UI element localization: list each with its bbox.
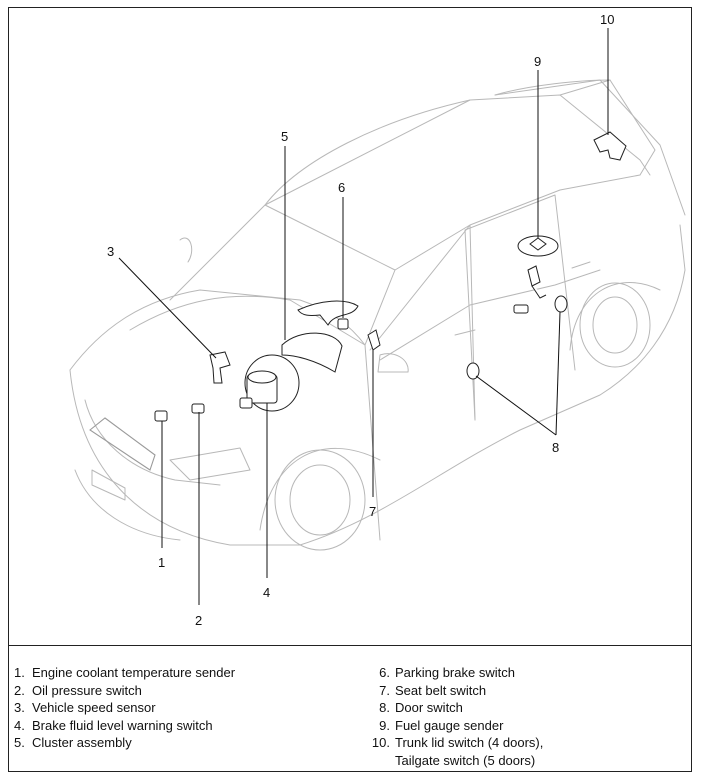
legend-number: 4. <box>14 717 25 733</box>
legend-item: 7. Seat belt switch <box>364 682 543 700</box>
component-parts <box>154 131 627 422</box>
legend-item: 10. Trunk lid switch (4 doors), <box>364 734 543 752</box>
leader-lines <box>118 28 609 605</box>
cluster-assembly-part <box>281 332 343 373</box>
legend-number: 10. <box>371 735 390 750</box>
legend-item: 6. Parking brake switch <box>364 664 543 682</box>
vehicle-diagram: 1 2 3 4 5 6 7 8 9 10 <box>69 12 686 628</box>
legend-text: Door switch <box>395 700 463 715</box>
legend-item: 9. Fuel gauge sender <box>364 717 543 735</box>
callout-3: 3 <box>107 244 114 259</box>
legend-right-column: 6. Parking brake switch 7. Seat belt swi… <box>364 664 543 769</box>
legend-text: Engine coolant temperature sender <box>32 665 236 680</box>
legend-text: Tailgate switch (5 doors) <box>395 752 536 768</box>
figure-frame <box>8 7 692 772</box>
legend-number: 9. <box>379 717 390 733</box>
door-switch-part-front <box>466 362 480 380</box>
callout-4: 4 <box>263 585 270 600</box>
legend-number <box>364 752 390 770</box>
legend-divider <box>8 645 692 646</box>
legend-text: Seat belt switch <box>395 682 487 698</box>
legend-left-column: 1. Engine coolant temperature sender 2. … <box>14 664 235 752</box>
legend-item: Tailgate switch (5 doors) <box>364 752 543 770</box>
legend-text: Oil pressure switch <box>32 682 142 698</box>
legend-number: 5. <box>14 735 25 750</box>
legend-number: 7. <box>379 682 390 698</box>
legend-item: 4. Brake fluid level warning switch <box>14 717 235 735</box>
legend-number: 1. <box>14 665 25 680</box>
legend-text: Fuel gauge sender <box>395 717 504 733</box>
door-switch-part-rear <box>554 295 568 313</box>
legend-item: 3. Vehicle speed sensor <box>14 699 235 717</box>
legend-item: 5. Cluster assembly <box>14 734 235 752</box>
seat-belt-switch-part <box>367 329 381 351</box>
speed-sensor-part <box>209 351 231 384</box>
callout-2: 2 <box>195 613 202 628</box>
trunk-switch-part <box>593 131 627 161</box>
legend-text: Brake fluid level warning switch <box>32 717 213 733</box>
callout-1: 1 <box>158 555 165 570</box>
callout-8: 8 <box>552 440 559 455</box>
legend-text: Cluster assembly <box>32 735 132 750</box>
legend-number: 8. <box>379 700 390 715</box>
legend-item: 1. Engine coolant temperature sender <box>14 664 235 682</box>
legend-number: 3. <box>14 700 25 715</box>
coolant-sender-part <box>154 410 168 422</box>
callout-5: 5 <box>281 129 288 144</box>
callout-10: 10 <box>600 12 614 27</box>
legend-text: Parking brake switch <box>395 665 515 680</box>
legend-item: 2. Oil pressure switch <box>14 682 235 700</box>
legend-number: 2. <box>14 682 25 698</box>
callout-6: 6 <box>338 180 345 195</box>
callout-labels: 1 2 3 4 5 6 7 8 9 10 <box>107 12 614 628</box>
legend-item: 8. Door switch <box>364 699 543 717</box>
callout-9: 9 <box>534 54 541 69</box>
callout-7: 7 <box>369 504 376 519</box>
legend-text: Trunk lid switch (4 doors), <box>395 735 544 750</box>
oil-pressure-switch-part <box>191 403 205 414</box>
parking-brake-part <box>297 300 359 326</box>
legend-number: 6. <box>379 665 390 680</box>
legend-text: Vehicle speed sensor <box>32 700 156 715</box>
